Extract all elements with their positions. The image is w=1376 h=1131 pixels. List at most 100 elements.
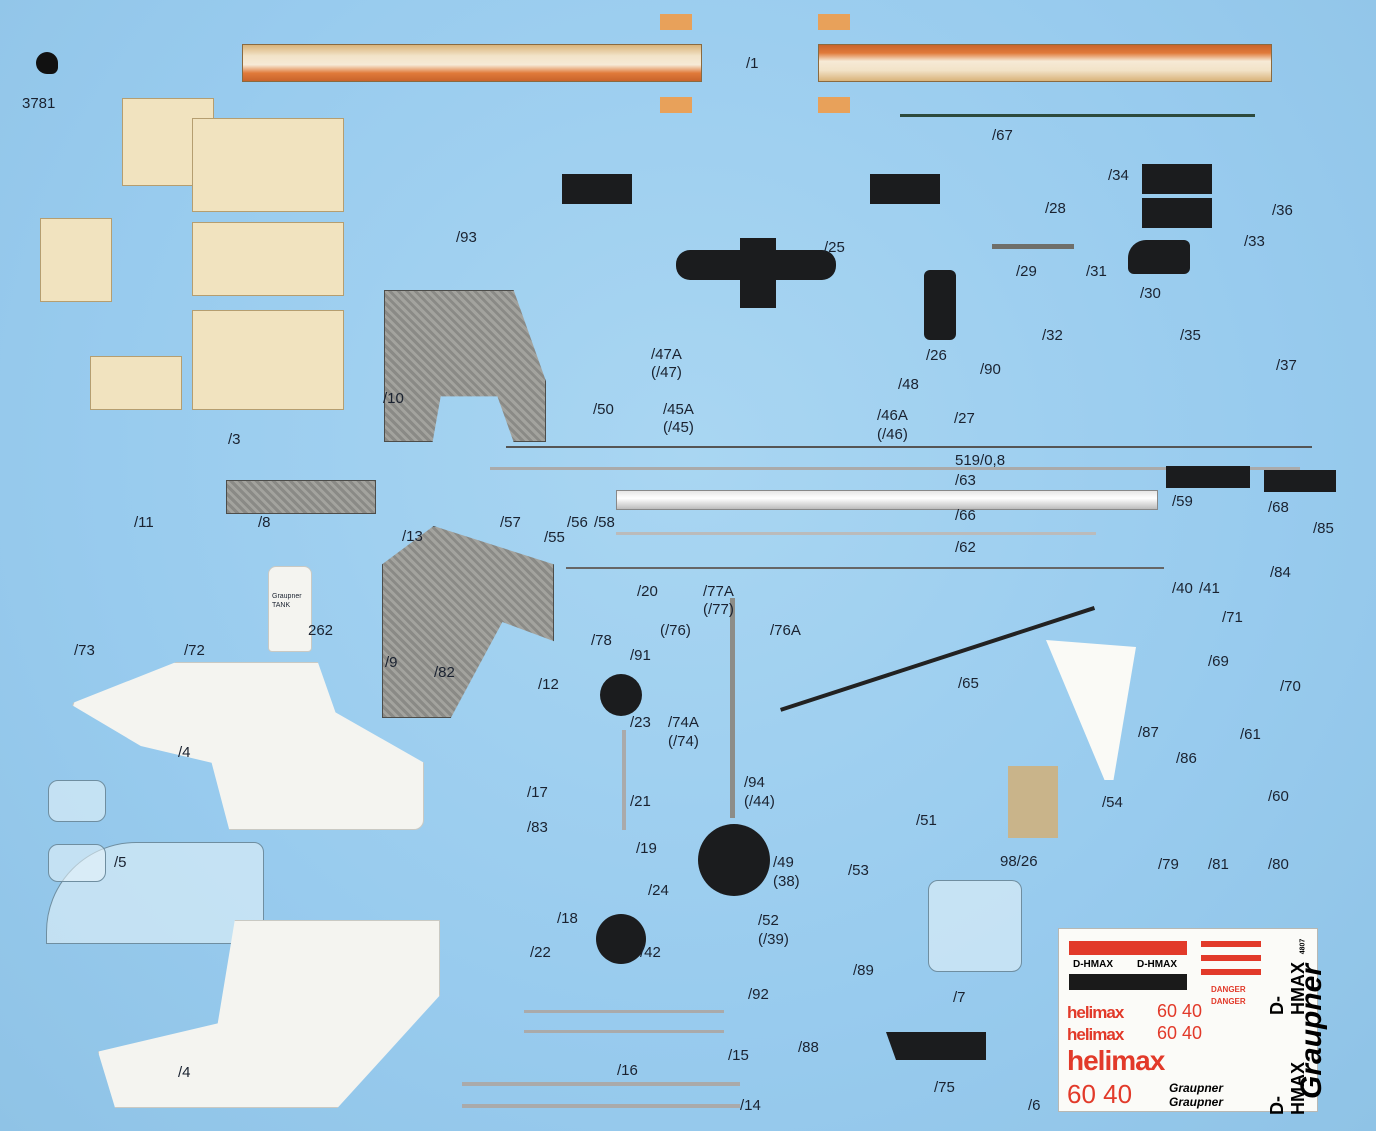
part-label: /18	[557, 910, 578, 927]
shaft	[622, 730, 626, 830]
part-label: /50	[593, 401, 614, 418]
rotor-blade-right	[818, 44, 1272, 82]
part-label: /46A	[877, 407, 908, 424]
part-label: /68	[1268, 499, 1289, 516]
decal-brand: helimax	[1067, 1045, 1165, 1076]
rotor-blade-left	[242, 44, 702, 82]
tank-label: Graupner TANK	[272, 593, 302, 609]
part-label: /33	[1244, 233, 1265, 250]
part-label: /27	[954, 410, 975, 427]
strut	[524, 1030, 724, 1033]
decal-code: 4807	[1299, 938, 1307, 955]
part-label: /70	[1280, 678, 1301, 695]
part-label: (/74)	[668, 733, 699, 750]
plywood-side-panel	[192, 118, 344, 212]
decal-danger: DANGER	[1211, 997, 1246, 1006]
part-label: /77A	[703, 583, 734, 600]
paddle	[1142, 164, 1212, 194]
part-label: /69	[1208, 653, 1229, 670]
part-label: /37	[1276, 357, 1297, 374]
part-label: /26	[926, 347, 947, 364]
window	[48, 844, 106, 882]
part-label: /81	[1208, 856, 1229, 873]
decal-sheet: D-HMAX D-HMAX DANGER DANGER helimax 60 4…	[1058, 928, 1328, 1115]
part-label: /20	[637, 583, 658, 600]
tail-pitch-lever	[1128, 240, 1190, 274]
part-label: 262	[308, 622, 334, 639]
part-label: /47A	[651, 346, 682, 363]
part-label: (38)	[773, 873, 800, 890]
plywood-part	[90, 356, 182, 410]
tail-fin-white	[1046, 640, 1136, 780]
decal-brand: helimax	[1067, 1025, 1124, 1044]
part-label: /24	[648, 882, 669, 899]
part-label: /19	[636, 840, 657, 857]
part-label: /52	[758, 912, 779, 929]
part-label: /29	[1016, 263, 1037, 280]
part-label: /60	[1268, 788, 1289, 805]
part-label: (/45)	[663, 419, 694, 436]
part-label: /8	[258, 514, 271, 531]
part-label: /48	[898, 376, 919, 393]
part-label: /6	[1028, 1097, 1041, 1114]
decal-registration: D-HMAX	[1137, 959, 1177, 970]
part-label: /42	[640, 944, 661, 961]
part-label: /78	[591, 632, 612, 649]
blade-root-plate	[660, 14, 692, 30]
part-label: /5	[114, 854, 127, 871]
shaft	[992, 244, 1074, 249]
rotor-hub	[740, 238, 776, 308]
part-label: /67	[992, 127, 1013, 144]
tail-fin-black	[1166, 466, 1250, 488]
rod-65	[780, 606, 1096, 712]
part-label: /36	[1272, 202, 1293, 219]
part-label: /21	[630, 793, 651, 810]
tool	[886, 1032, 986, 1060]
part-label: /66	[955, 507, 976, 524]
part-label: (/76)	[660, 622, 691, 639]
part-label: /91	[630, 647, 651, 664]
part-label: /55	[544, 529, 565, 546]
flybar-rod	[900, 114, 1255, 117]
decal-number: 60 40	[1157, 1023, 1203, 1043]
part-label: 3781	[22, 95, 56, 112]
main-shaft	[730, 598, 735, 818]
skid	[462, 1104, 740, 1108]
part-label: /86	[1176, 750, 1197, 767]
part-label: /17	[527, 784, 548, 801]
part-label: /61	[1240, 726, 1261, 743]
part-label: /79	[1158, 856, 1179, 873]
tail-fin-black	[1264, 470, 1336, 492]
part-label: (/39)	[758, 931, 789, 948]
canopy-latch-icon	[36, 52, 58, 74]
part-label: /74A	[668, 714, 699, 731]
part-label: /89	[853, 962, 874, 979]
part-label: /34	[1108, 167, 1129, 184]
part-label: /49	[773, 854, 794, 871]
part-label: /11	[134, 514, 154, 531]
strut	[524, 1010, 724, 1013]
decal-registration-vertical: D-HMAX	[1267, 1062, 1308, 1115]
mixer-arm	[924, 270, 956, 340]
blade-root-plate	[660, 97, 692, 113]
decal-number: 60 40	[1157, 1001, 1203, 1021]
part-label: /56	[567, 514, 588, 531]
window	[48, 780, 106, 822]
rod-62	[616, 532, 1096, 535]
part-label: /85	[1313, 520, 1334, 537]
part-label: 519/0,8	[955, 452, 1006, 469]
fuel-tank	[268, 566, 312, 652]
side-frame-lower	[382, 526, 554, 718]
plywood-part	[40, 218, 112, 302]
frame-plate	[226, 480, 376, 514]
rod-519	[506, 446, 1312, 448]
part-label: /31	[1086, 263, 1107, 280]
part-label: /15	[728, 1047, 749, 1064]
part-label: (/77)	[703, 601, 734, 618]
gear	[600, 674, 642, 716]
paddle	[562, 174, 632, 204]
part-label: /14	[740, 1097, 761, 1114]
part-label: /65	[958, 675, 979, 692]
part-label: /45A	[663, 401, 694, 418]
part-label: 98/26	[1000, 853, 1038, 870]
